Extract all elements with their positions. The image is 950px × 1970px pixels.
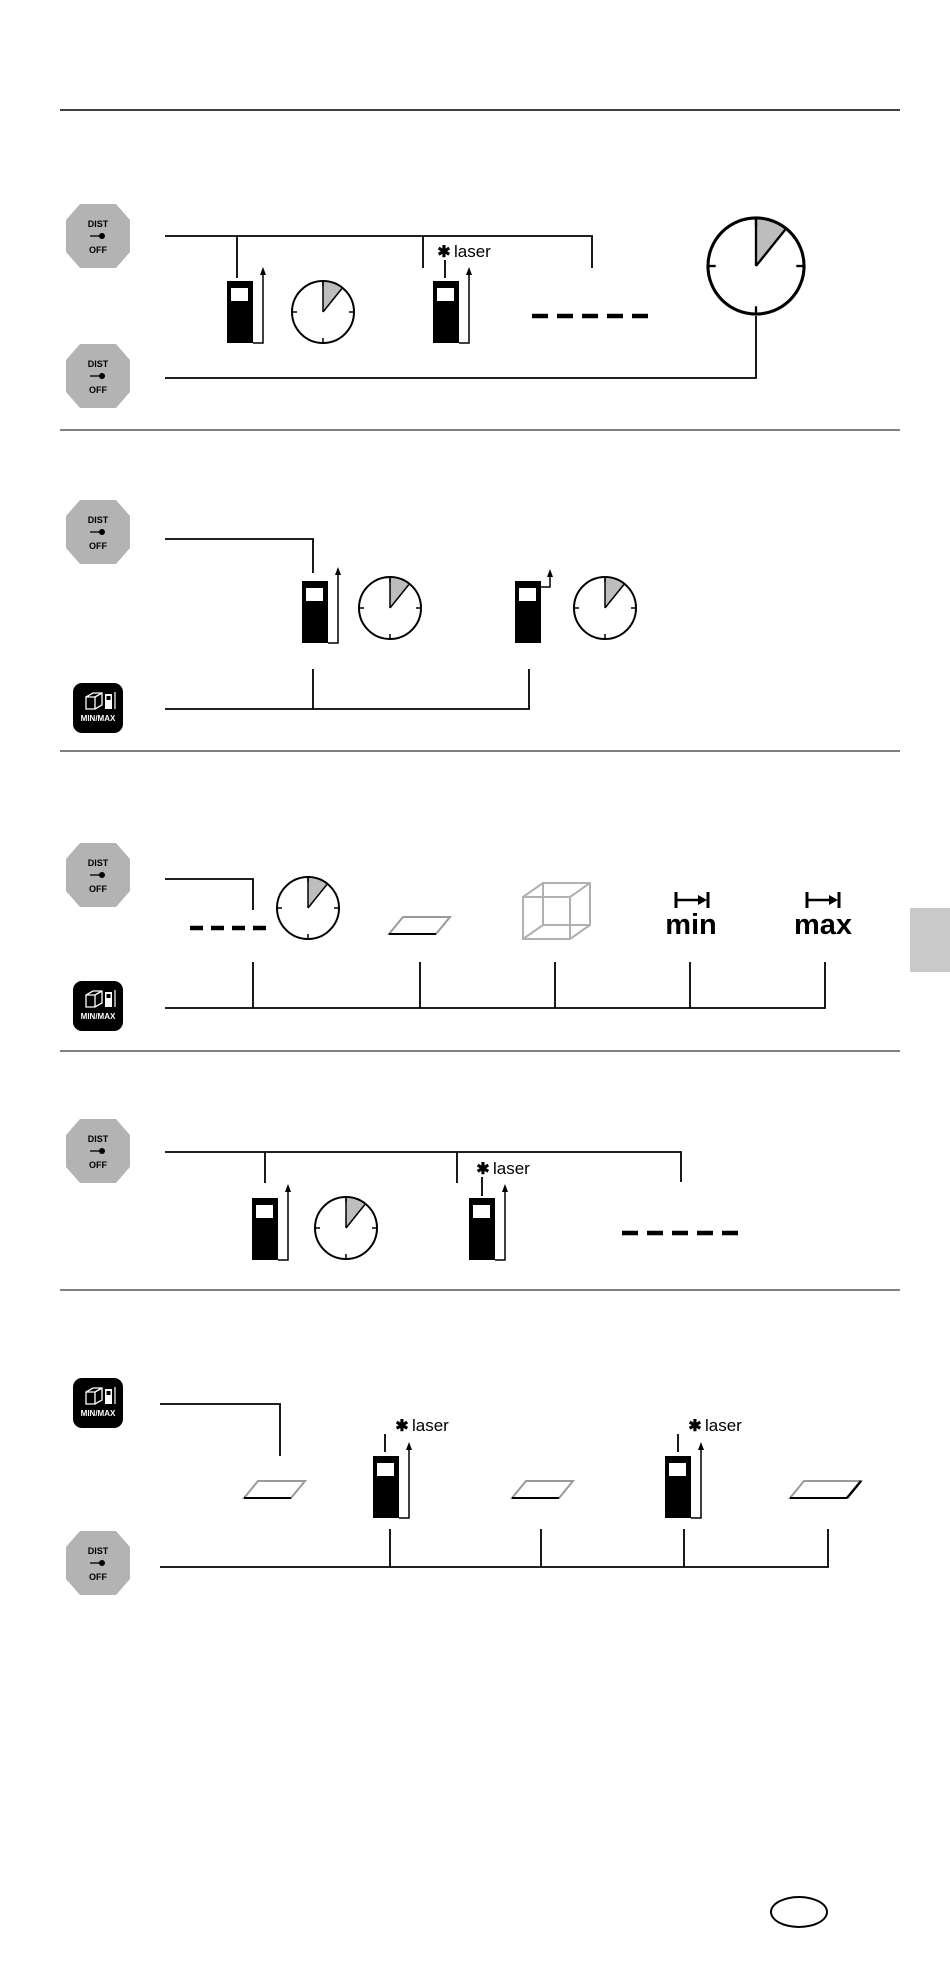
max-label: max xyxy=(794,909,852,941)
dist-off-button-icon xyxy=(66,1531,130,1595)
min-label: min xyxy=(665,909,717,941)
device-icon xyxy=(469,1184,508,1260)
area-icon xyxy=(244,1481,305,1498)
side-tab-marker xyxy=(910,908,950,972)
section-3: min max xyxy=(66,843,852,1031)
max-length-icon: max xyxy=(794,892,852,941)
timer-icon xyxy=(574,577,636,639)
min-length-icon: min xyxy=(665,892,717,941)
device-icon xyxy=(227,267,266,343)
timer-icon xyxy=(708,218,804,314)
dist-off-button-icon xyxy=(66,344,130,408)
area-icon xyxy=(512,1481,573,1498)
dist-off-button-icon xyxy=(66,500,130,564)
area-icon xyxy=(389,917,450,934)
dist-off-button-icon xyxy=(66,843,130,907)
minmax-button-icon xyxy=(73,683,123,733)
section-1 xyxy=(66,204,804,408)
timer-icon xyxy=(315,1197,377,1259)
section-2 xyxy=(66,500,636,733)
device-icon xyxy=(373,1442,412,1518)
laser-label xyxy=(476,1159,530,1178)
device-icon xyxy=(665,1442,704,1518)
device-icon xyxy=(433,267,472,343)
timer-icon xyxy=(292,281,354,343)
device-icon xyxy=(302,567,341,643)
section-4 xyxy=(66,1119,742,1260)
dist-off-button-icon xyxy=(66,204,130,268)
laser-label xyxy=(688,1416,742,1435)
minmax-button-icon xyxy=(73,1378,123,1428)
timer-icon xyxy=(359,577,421,639)
device-icon xyxy=(515,569,553,643)
area-icon xyxy=(790,1481,861,1498)
laser-label xyxy=(395,1416,449,1435)
minmax-button-icon xyxy=(73,981,123,1031)
page-oval-marker xyxy=(770,1896,828,1928)
volume-icon xyxy=(523,883,590,939)
timer-icon xyxy=(277,877,339,939)
dist-off-button-icon xyxy=(66,1119,130,1183)
device-icon xyxy=(252,1184,291,1260)
section-5 xyxy=(66,1378,861,1595)
laser-label xyxy=(437,242,491,261)
